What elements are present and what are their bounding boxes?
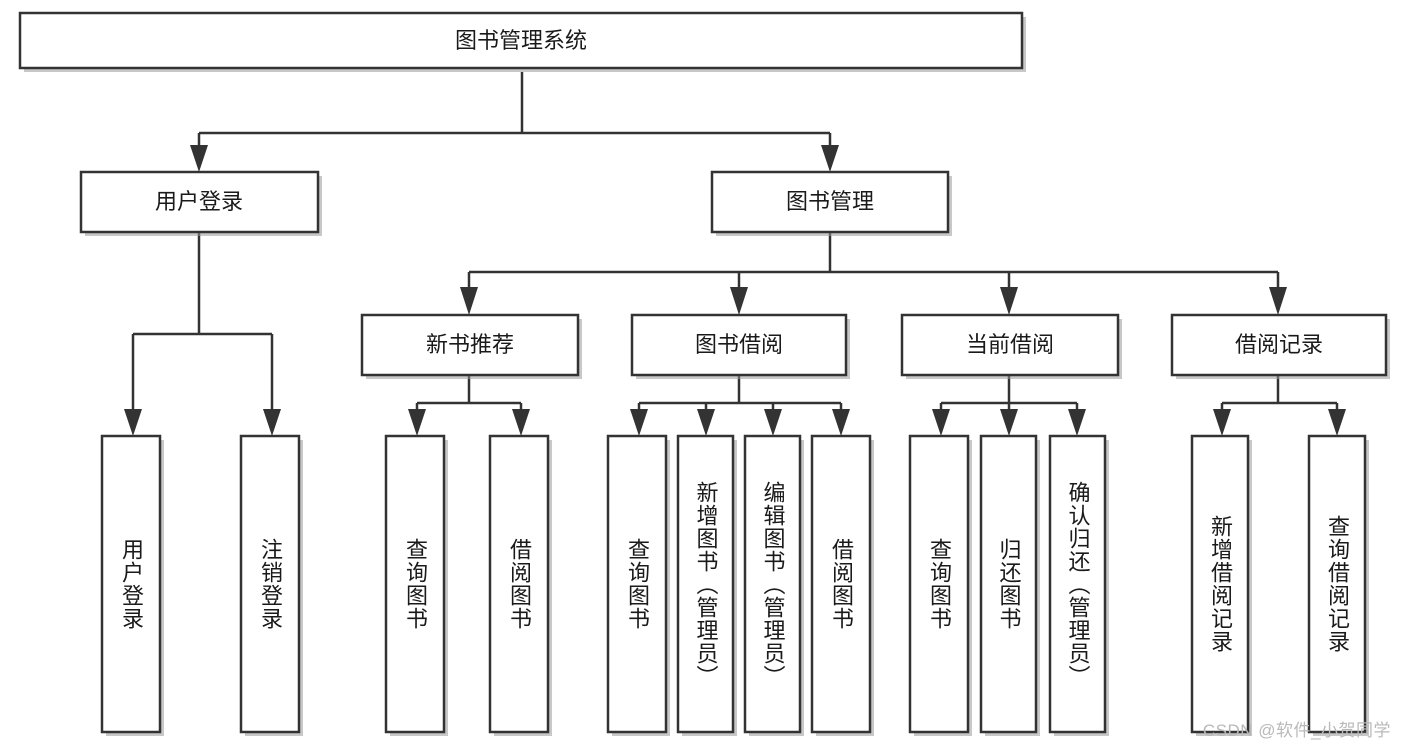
edges-layer (131, 72, 1339, 415)
arrow-head-leaf-add-record (1213, 409, 1231, 436)
leaf-add-book-box[interactable] (676, 434, 735, 734)
arrow-head-leaf-user-login (124, 409, 142, 436)
new-book-recommend-label: 新书推荐 (426, 332, 514, 357)
leaf-node-confirm-return[interactable]: 确认归还（管理员） (1048, 434, 1109, 736)
arrow-head-leaf-query-books-3 (932, 409, 950, 436)
borrow-record-box[interactable] (1170, 313, 1388, 377)
leaf-node-return-book[interactable]: 归还图书 (979, 434, 1040, 736)
leaf-query-books-1-box[interactable] (384, 434, 446, 734)
node-new-book-recommend[interactable]: 新书推荐 (360, 313, 582, 379)
arrow-head-leaf-borrow-books-2 (832, 409, 850, 436)
arrow-head-leaf-add-book (697, 409, 715, 436)
book-management-label: 图书管理 (786, 189, 874, 214)
new-book-recommend-box[interactable] (360, 313, 580, 377)
leaf-logout-login-label: 注销登录 (257, 538, 283, 630)
leaf-add-book-label: 新增图书（管理员） (693, 480, 719, 688)
node-current-borrow[interactable]: 当前借阅 (900, 313, 1122, 379)
leaf-confirm-return-label: 确认归还（管理员） (1065, 480, 1091, 688)
leaf-borrow-books-2-box[interactable] (810, 434, 872, 734)
arrow-head-leaf-query-record (1328, 409, 1346, 436)
leaf-query-books-1-label: 查询图书 (402, 538, 428, 630)
arrow-head-leaf-return-book (1000, 409, 1018, 436)
leaf-borrow-books-1-label: 借阅图书 (506, 538, 532, 630)
root-label: 图书管理系统 (455, 28, 587, 53)
book-management-box[interactable] (710, 170, 950, 234)
leaf-query-books-2-box[interactable] (606, 434, 668, 734)
leaf-return-book-label: 归还图书 (996, 538, 1022, 630)
edge-book-management-to-level3-bus (467, 232, 1280, 294)
arrow-head-user-login (190, 145, 208, 172)
leaf-node-edit-book[interactable]: 编辑图书（管理员） (743, 434, 804, 736)
book-borrow-box[interactable] (630, 313, 848, 377)
leaf-borrow-books-1-box[interactable] (488, 434, 550, 734)
leaf-query-books-3-box[interactable] (908, 434, 970, 734)
node-book-management[interactable]: 图书管理 (710, 170, 952, 236)
current-borrow-label: 当前借阅 (966, 332, 1054, 357)
arrow-head-leaf-query-books-2 (630, 409, 648, 436)
arrow-head-current-borrow (1000, 287, 1018, 315)
arrow-head-new-book-recommend (460, 287, 478, 315)
node-book-borrow[interactable]: 图书借阅 (630, 313, 850, 379)
edge-root-to-level2-bus (197, 72, 832, 152)
node-user-login[interactable]: 用户登录 (79, 170, 322, 236)
user-login-label: 用户登录 (155, 189, 243, 214)
leaf-confirm-return-box[interactable] (1048, 434, 1107, 734)
leaf-add-record-box[interactable] (1190, 434, 1250, 734)
leaf-edit-book-label: 编辑图书（管理员） (760, 480, 786, 688)
leaf-query-books-3-label: 查询图书 (926, 538, 952, 630)
leaf-node-query-books-2[interactable]: 查询图书 (606, 434, 670, 736)
arrow-head-leaf-logout-login (263, 409, 281, 436)
arrow-head-leaf-borrow-books-1 (512, 409, 530, 436)
leaf-node-user-login[interactable]: 用户登录 (100, 434, 164, 736)
user-login-box[interactable] (79, 170, 320, 234)
leaf-query-record-label: 查询借阅记录 (1324, 515, 1350, 653)
leaf-node-borrow-books-2[interactable]: 借阅图书 (810, 434, 874, 736)
leaf-node-add-record[interactable]: 新增借阅记录 (1190, 434, 1252, 736)
current-borrow-box[interactable] (900, 313, 1120, 377)
arrow-head-book-management (821, 145, 839, 172)
leaf-user-login-label: 用户登录 (118, 538, 144, 630)
csdn-watermark: CSDN @软件_小贺同学 (1202, 721, 1391, 740)
edge-book-borrow-to-leaves (637, 375, 843, 415)
arrow-head-leaf-query-books-1 (408, 409, 426, 436)
leaf-user-login-box[interactable] (100, 434, 162, 734)
leaf-add-record-label: 新增借阅记录 (1207, 515, 1233, 653)
leaf-query-books-2-label: 查询图书 (624, 538, 650, 630)
book-borrow-label: 图书借阅 (695, 332, 783, 357)
leaf-query-record-box[interactable] (1307, 434, 1367, 734)
leaf-node-query-record[interactable]: 查询借阅记录 (1307, 434, 1369, 736)
arrowheads-layer (124, 145, 1346, 436)
leaf-return-book-box[interactable] (979, 434, 1038, 734)
leaf-logout-login-box[interactable] (239, 434, 301, 734)
leaf-node-add-book[interactable]: 新增图书（管理员） (676, 434, 737, 736)
node-borrow-record[interactable]: 借阅记录 (1170, 313, 1390, 379)
leaf-node-borrow-books-1[interactable]: 借阅图书 (488, 434, 552, 736)
node-root-book-management-system[interactable]: 图书管理系统 (18, 11, 1026, 72)
leaf-edit-book-box[interactable] (743, 434, 802, 734)
arrow-head-borrow-record (1269, 287, 1287, 315)
borrow-record-label: 借阅记录 (1235, 332, 1323, 357)
arrow-head-leaf-confirm-return (1068, 409, 1086, 436)
edge-borrow-record-to-leaves (1220, 375, 1339, 415)
leaf-borrow-books-2-label: 借阅图书 (828, 538, 854, 630)
edge-user-login-to-leaf-bus (131, 232, 274, 412)
leaf-node-query-books-1[interactable]: 查询图书 (384, 434, 448, 736)
arrow-head-book-borrow (730, 287, 748, 315)
edge-new-book-recommend-to-leaves (415, 375, 523, 415)
leaf-node-query-books-3[interactable]: 查询图书 (908, 434, 972, 736)
root-box[interactable] (18, 11, 1024, 70)
leaf-node-logout-login[interactable]: 注销登录 (239, 434, 303, 736)
arrow-head-leaf-edit-book (764, 409, 782, 436)
